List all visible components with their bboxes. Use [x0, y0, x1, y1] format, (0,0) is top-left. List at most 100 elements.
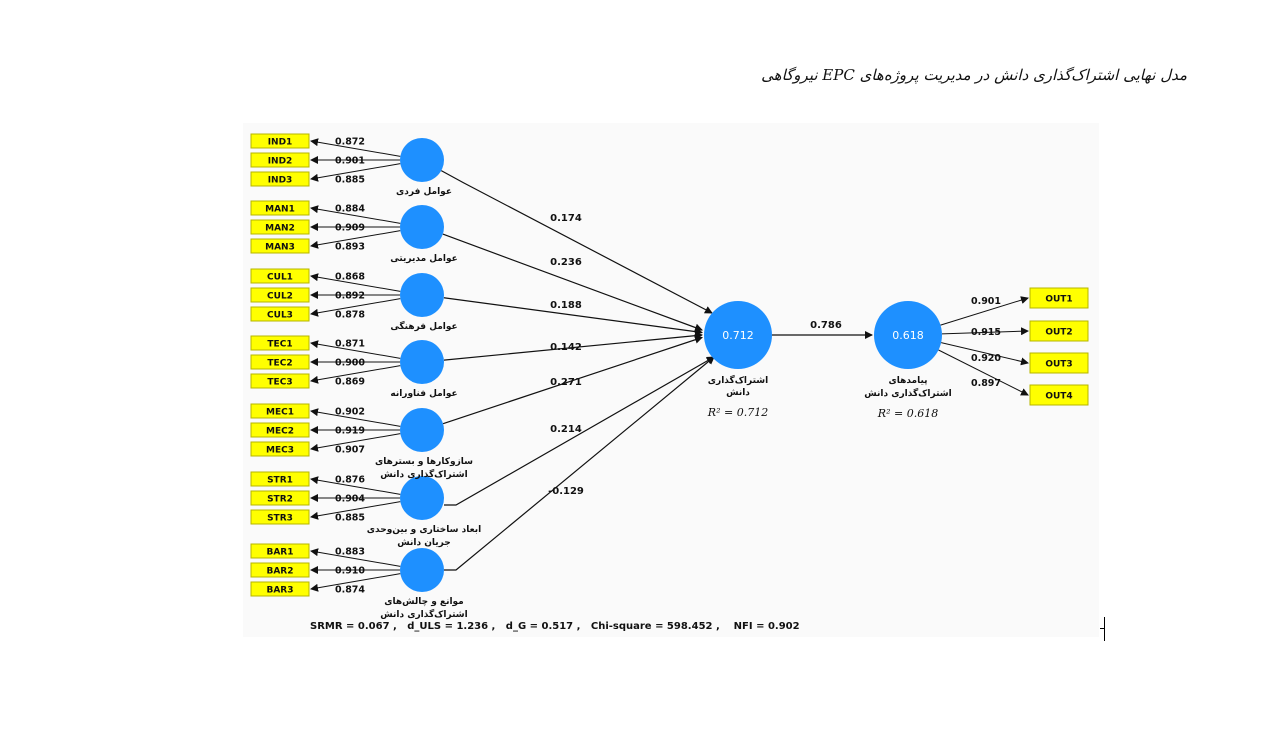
- loading-value: 0.871: [335, 339, 365, 350]
- construct-label: موانع و چالش‌های: [384, 597, 464, 607]
- path-coefficient: 0.142: [550, 342, 582, 353]
- construct-bar: [400, 548, 444, 592]
- indicator-label: TEC3: [267, 378, 292, 388]
- construct-label: عوامل مدیریتی: [390, 254, 458, 264]
- construct-label: عوامل فردی: [396, 187, 452, 197]
- indicator-man1: [250, 200, 310, 216]
- text-cursor: [1100, 617, 1105, 641]
- indicator-label: CUL2: [267, 292, 293, 302]
- indicator-label: MEC1: [266, 408, 294, 418]
- indicator-mec3: [250, 441, 310, 457]
- loading-arrow: [310, 548, 401, 567]
- indicator-cul1: [250, 268, 310, 284]
- indicator-label: MAN3: [265, 243, 295, 253]
- construct-ind: [400, 138, 444, 182]
- loading-value: 0.876: [335, 475, 365, 486]
- indicator-label: STR2: [267, 495, 293, 505]
- indicator-cul3: [250, 306, 310, 322]
- indicator-man3: [250, 238, 310, 254]
- indicator-label: OUT1: [1045, 295, 1072, 305]
- path-coefficient: -0.129: [548, 486, 584, 497]
- loading-value: 0.920: [971, 353, 1001, 364]
- indicator-label: BAR1: [266, 548, 293, 558]
- path-arrow-man: [442, 233, 703, 332]
- loading-value: 0.884: [335, 204, 365, 215]
- construct-tec: [400, 340, 444, 384]
- loading-value: 0.885: [335, 175, 365, 186]
- indicator-label: CUL3: [267, 311, 293, 321]
- construct-man: [400, 205, 444, 249]
- construct-label-line2: اشتراک‌گذاری دانش: [380, 608, 467, 620]
- loading-value: 0.868: [335, 272, 365, 283]
- construct-label: عوامل فرهنگی: [390, 320, 457, 332]
- indicator-bar3: [250, 581, 310, 597]
- loading-arrow: [310, 205, 401, 224]
- construct-label: عوامل فناورانه: [390, 389, 457, 399]
- indicator-ind1: [250, 133, 310, 149]
- r2-inside-sharing: 0.712: [722, 329, 754, 342]
- indicator-label: TEC2: [267, 359, 292, 369]
- indicator-label: IND1: [268, 138, 293, 148]
- loading-value: 0.901: [335, 156, 365, 167]
- loading-arrow: [941, 342, 1029, 366]
- loading-value: 0.892: [335, 291, 365, 302]
- construct-label: ابعاد ساختاری و بین‌وحدی: [367, 525, 481, 535]
- loading-value: 0.872: [335, 137, 365, 148]
- loading-arrow: [310, 573, 401, 592]
- indicator-label: IND2: [268, 157, 293, 167]
- indicator-str3: [250, 509, 310, 525]
- indicator-label: BAR2: [266, 567, 293, 577]
- path-arrow-bar: [444, 356, 715, 571]
- loading-arrow: [310, 476, 401, 495]
- indicator-cul2: [250, 287, 310, 303]
- indicator-label: IND3: [268, 176, 293, 186]
- path-arrow-tec: [443, 331, 703, 361]
- sharing-label-line2: دانش: [726, 388, 750, 398]
- construct-outcomes: [874, 301, 942, 369]
- indicator-out2: [1029, 320, 1089, 342]
- construct-mec: [400, 408, 444, 452]
- loading-value: 0.902: [335, 407, 365, 418]
- loading-arrow: [941, 327, 1029, 336]
- loading-arrow: [310, 365, 401, 384]
- loading-arrow: [940, 296, 1029, 326]
- indicator-label: MEC2: [266, 427, 294, 437]
- loading-value: 0.878: [335, 310, 365, 321]
- indicator-label: CUL1: [267, 273, 293, 283]
- construct-knowledge-sharing: [704, 301, 772, 369]
- loading-arrow: [310, 163, 401, 182]
- loading-value: 0.874: [335, 585, 365, 596]
- indicator-label: TEC1: [267, 340, 292, 350]
- indicator-out4: [1029, 384, 1089, 406]
- outcomes-r2: R² = 0.618: [877, 407, 938, 420]
- indicator-mec1: [250, 403, 310, 419]
- indicator-label: MAN2: [265, 224, 295, 234]
- path-coefficient: 0.236: [550, 257, 582, 268]
- loading-value: 0.915: [971, 327, 1001, 338]
- construct-label-line2: اشتراک‌گذاری دانش: [380, 468, 467, 480]
- loading-arrow: [310, 501, 401, 520]
- sharing-label: اشتراک‌گذاری: [708, 374, 768, 386]
- indicator-ind3: [250, 171, 310, 187]
- sharing-r2: R² = 0.712: [707, 406, 768, 419]
- outcomes-label-line2: اشتراک‌گذاری دانش: [864, 387, 951, 399]
- loading-arrow: [310, 340, 401, 359]
- indicator-mec2: [250, 422, 310, 438]
- path-arrow-ind: [440, 170, 713, 314]
- construct-cul: [400, 273, 444, 317]
- indicator-label: BAR3: [266, 586, 293, 596]
- indicator-label: STR3: [267, 514, 293, 524]
- r2-inside-outcomes: 0.618: [892, 329, 924, 342]
- indicator-out1: [1029, 287, 1089, 309]
- loading-arrow: [310, 433, 401, 452]
- construct-label-line2: جریان دانش: [397, 538, 450, 548]
- indicator-str1: [250, 471, 310, 487]
- construct-str: [400, 476, 444, 520]
- indicator-label: MAN1: [265, 205, 295, 215]
- loading-value: 0.897: [971, 378, 1001, 389]
- loading-value: 0.883: [335, 547, 365, 558]
- loading-arrow: [938, 349, 1029, 396]
- loading-value: 0.907: [335, 445, 365, 456]
- loading-value: 0.900: [335, 358, 365, 369]
- path-arrow-cul: [443, 297, 703, 336]
